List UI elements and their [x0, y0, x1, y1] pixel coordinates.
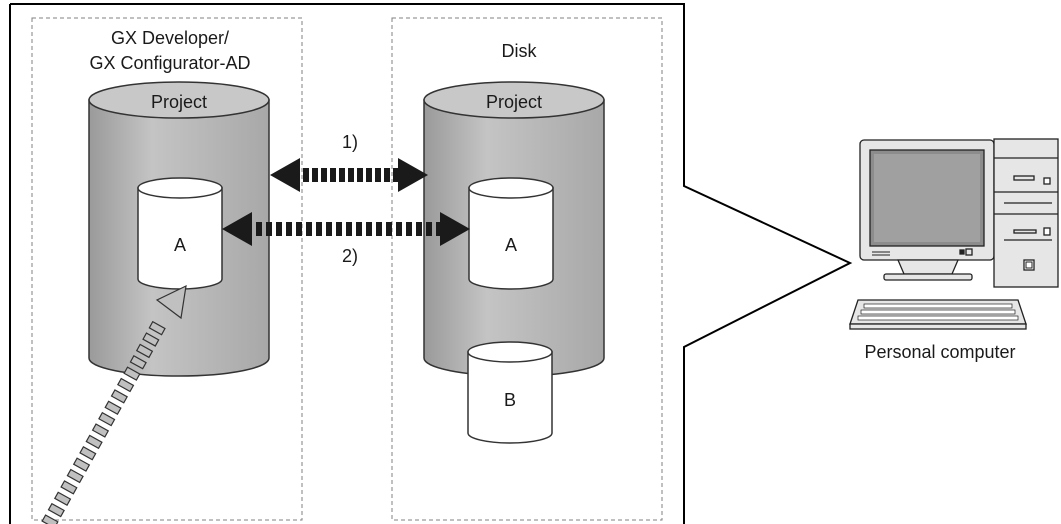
left-panel-title-line2: GX Configurator-AD — [89, 53, 250, 73]
right-file-a-label: A — [505, 235, 517, 255]
arrow-2-label: 2) — [342, 246, 358, 266]
right-file-b-label: B — [504, 390, 516, 410]
right-file-b-cylinder: B — [467, 341, 553, 444]
left-file-a-cylinder: A — [137, 177, 223, 290]
right-project-label: Project — [486, 92, 542, 112]
arrow-1-label: 1) — [342, 132, 358, 152]
left-dashed-panel — [31, 17, 303, 521]
left-file-a-label: A — [174, 235, 186, 255]
left-project-label: Project — [151, 92, 207, 112]
incoming-arrow — [41, 284, 187, 524]
callout-frame — [9, 3, 853, 524]
left-panel-title-line1: GX Developer/ — [111, 28, 229, 48]
arrow-2 — [222, 212, 470, 246]
right-dashed-panel — [391, 17, 663, 521]
computer-label: Personal computer — [864, 342, 1015, 362]
right-panel-title: Disk — [502, 41, 538, 61]
personal-computer-icon — [849, 138, 1059, 330]
arrow-1 — [270, 158, 428, 192]
right-file-a-cylinder: A — [468, 177, 554, 290]
